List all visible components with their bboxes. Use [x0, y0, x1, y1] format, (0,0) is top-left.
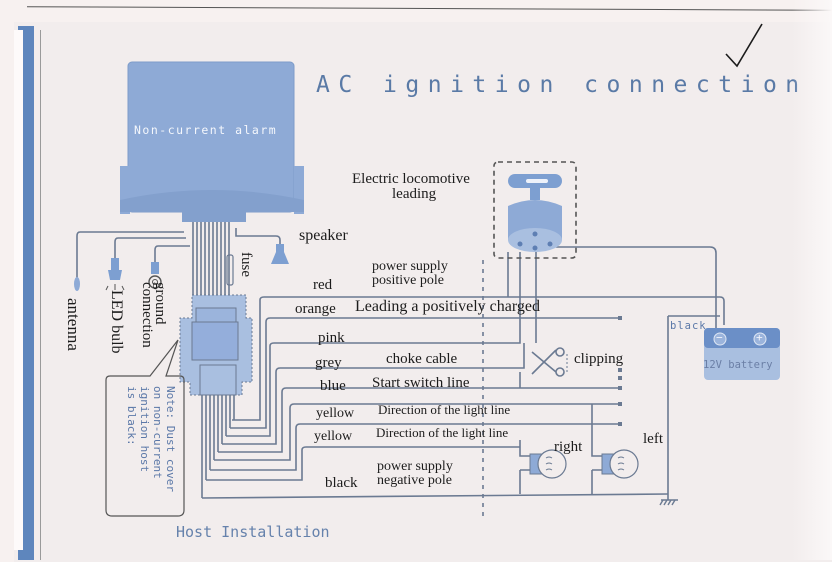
wire-black-desc-line2: negative pole	[377, 473, 453, 488]
left-margin	[14, 30, 23, 550]
harness-connector	[179, 294, 253, 396]
ignition-label-line1: Electric locomotive	[352, 171, 470, 187]
right-fade	[792, 0, 832, 560]
yellow-wire-1	[214, 403, 620, 461]
speaker-wire	[235, 228, 281, 245]
wire-yellow2-color: yellow	[314, 429, 353, 444]
note-callout	[105, 339, 185, 517]
footer-label: Host Installation	[176, 523, 330, 541]
ground-label-line2: connection	[139, 282, 155, 348]
wire-grey-desc: choke cable	[386, 351, 458, 367]
wire-yellow1-color: yellow	[316, 406, 355, 421]
led-bulb-icon	[105, 258, 125, 291]
antenna-label: antenna	[64, 298, 83, 351]
alarm-unit-label: Non-current alarm	[134, 123, 278, 137]
wire-red-desc-line2: positive pole	[372, 273, 444, 288]
red-wire	[232, 296, 725, 421]
ignition-switch-icon	[493, 161, 577, 259]
battery-wire-label: black	[670, 320, 707, 332]
wire-orange-color: orange	[295, 301, 336, 317]
fuse-label: fuse	[238, 252, 254, 277]
right-lamp-icon	[529, 449, 567, 479]
checkmark-icon	[725, 23, 763, 68]
left-lamp-wire	[591, 404, 602, 457]
wire-orange-desc: Leading a positively charged	[355, 298, 540, 315]
antenna-icon	[74, 277, 80, 291]
grey-wire	[222, 343, 525, 445]
led-bulb-label: LED bulb	[108, 290, 125, 354]
clipping-label: clipping	[574, 351, 624, 367]
wire-pink-color: pink	[318, 330, 345, 346]
note-line3: ignition host	[138, 386, 151, 473]
wire-yellow2-desc: Direction of the light line	[376, 425, 509, 440]
left-lamp-icon	[601, 449, 639, 479]
alarm-unit	[120, 61, 304, 222]
antenna-wire	[76, 231, 184, 280]
wire-black-color: black	[325, 475, 358, 491]
battery-positive-icon: +	[756, 331, 763, 344]
battery-negative-icon: −	[716, 331, 723, 344]
wire-red-desc-line1: power supply	[372, 259, 448, 274]
wire-grey-color: grey	[315, 355, 342, 371]
orange-wire	[230, 317, 620, 429]
right-lamp-wire	[519, 440, 530, 457]
diagram-title: AC ignition connection	[316, 72, 808, 98]
ground-symbol-icon	[659, 499, 678, 506]
yellow-wire-2	[210, 423, 620, 471]
wire-yellow1-desc: Direction of the light line	[378, 402, 511, 417]
fuse-icon	[226, 254, 234, 286]
ignition-to-battery	[556, 246, 717, 330]
right-lamp-label: right	[554, 439, 583, 455]
led-bulb-wire	[114, 237, 186, 258]
speaker-icon	[271, 244, 289, 264]
ignition-label-line2: leading	[392, 186, 437, 202]
wire-red-color: red	[313, 277, 333, 293]
blue-wire	[218, 387, 620, 453]
note-line1: Note: Dust cover	[164, 386, 177, 492]
wire-blue-desc: Start switch line	[372, 375, 470, 391]
battery-icon	[704, 328, 780, 380]
ground-ring-icon	[148, 262, 162, 289]
pink-wire	[226, 318, 521, 437]
note-line4: is black:	[125, 386, 138, 446]
left-lamp-label: left	[643, 431, 663, 447]
ground-wire	[154, 245, 190, 262]
note-line2: on non-current	[151, 386, 164, 479]
wire-blue-color: blue	[320, 378, 346, 394]
black-wire	[201, 493, 669, 499]
scissors-icon	[531, 347, 565, 377]
yellow-wire-3	[206, 446, 520, 481]
frame-line	[40, 30, 41, 560]
speaker-label: speaker	[299, 227, 348, 244]
battery-label: 12V battery	[703, 359, 773, 371]
wire-black-desc-line1: power supply	[377, 459, 453, 474]
